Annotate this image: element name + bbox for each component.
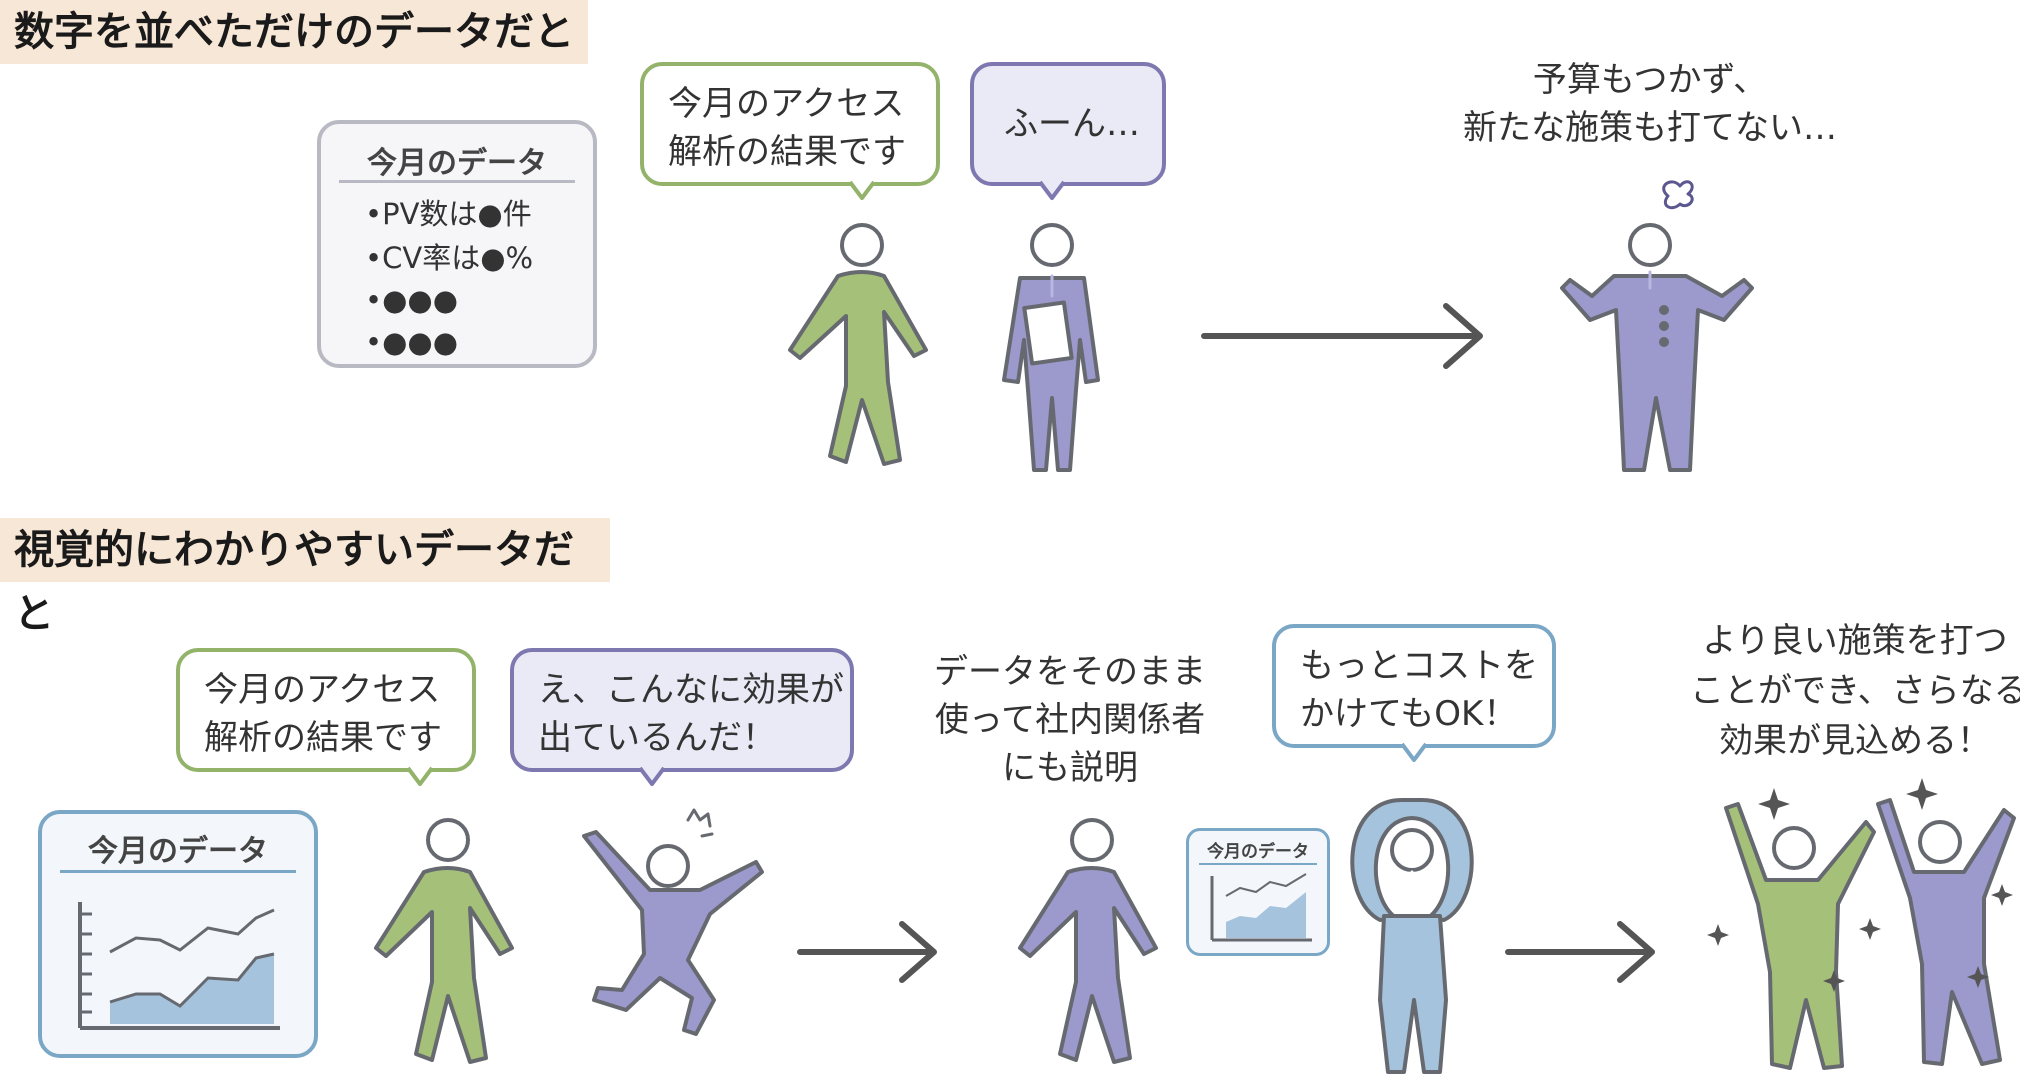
sparkle-icons <box>1707 778 2013 992</box>
speech-bubble-exec: もっとコストを かけてもOK！ <box>1272 624 1556 748</box>
bubble-tail-boss-2 <box>638 766 666 786</box>
data-card-title: 今月のデータ <box>88 834 268 869</box>
figure-boss-surprised <box>582 808 764 1036</box>
caption-line: 使って社内関係者 <box>934 700 1206 740</box>
speech-line: え、こんなに効果が <box>538 670 844 710</box>
arrow-bottom-2 <box>1505 921 1655 983</box>
figure-presenter <box>1018 818 1158 1064</box>
arrow-top <box>1201 303 1483 369</box>
result-text-bottom: より良い施策を打つ ことができ、さらなる 効果が見込める！ <box>1690 616 2020 766</box>
figure-celebrating-purple <box>1876 798 2016 1066</box>
caption-line: 効果が見込める！ <box>1719 721 1991 761</box>
data-card-title: 今月のデータ <box>1207 842 1309 862</box>
figure-analyst-walking <box>788 223 928 466</box>
chart-illustration <box>78 902 280 1030</box>
speech-bubble-boss: ふーん… <box>970 62 1166 186</box>
caption-line: ことができ、さらなる <box>1690 671 2020 711</box>
caption-line: より良い施策を打つ <box>1702 621 2008 661</box>
section-heading-bottom: 視覚的にわかりやすいデータだと <box>0 518 610 637</box>
bubble-tail-boss <box>1038 180 1066 200</box>
caption-line: データをそのまま <box>934 652 1206 692</box>
speech-line: ふーん… <box>1004 104 1140 144</box>
speech-bubble-analyst: 今月のアクセス 解析の結果です <box>640 62 940 186</box>
card-divider <box>1199 863 1317 865</box>
speech-line: もっとコストを <box>1300 646 1538 686</box>
bubble-tail-analyst-2 <box>406 766 434 786</box>
data-bullet-item: •CV率は●% <box>365 241 534 275</box>
data-bullet-item: •●●● <box>365 283 459 317</box>
data-bullet-item: •PV数は●件 <box>365 197 532 231</box>
data-bullet-item: •●●● <box>365 325 459 359</box>
bubble-tail-analyst <box>848 180 876 200</box>
figure-exec-arms-up <box>1350 798 1474 1074</box>
speech-line: 解析の結果です <box>204 718 442 758</box>
figure-boss-shrug <box>1560 180 1754 472</box>
caption-line: 新たな施策も打てない… <box>1463 108 1837 148</box>
figure-analyst-walking-2 <box>374 818 514 1064</box>
section-heading-top: 数字を並べただけのデータだと <box>0 0 588 64</box>
data-card-list: 今月のデータ •PV数は●件 •CV率は●% •●●● •●●● <box>317 120 597 368</box>
speech-line: 今月のアクセス <box>668 84 905 124</box>
small-chart-illustration <box>1210 873 1312 942</box>
speech-bubble-boss-2: え、こんなに効果が 出ているんだ！ <box>510 648 854 772</box>
data-card-title: 今月のデータ <box>367 146 547 181</box>
figure-boss-clipboard <box>1002 223 1100 472</box>
speech-bubble-analyst-2: 今月のアクセス 解析の結果です <box>176 648 476 772</box>
result-text-top: 予算もつかず、 新たな施策も打てない… <box>1430 56 1870 152</box>
arrow-bottom-1 <box>797 921 937 983</box>
speech-line: 出ているんだ！ <box>538 718 776 758</box>
card-divider <box>60 870 296 873</box>
caption-line: 予算もつかず、 <box>1532 60 1768 100</box>
speech-line: かけてもOK！ <box>1300 694 1518 734</box>
figure-celebrating-green <box>1724 802 1876 1070</box>
card-divider <box>339 180 575 183</box>
speech-line: 解析の結果です <box>668 132 906 172</box>
speech-line: 今月のアクセス <box>204 670 441 710</box>
middle-text: データをそのまま 使って社内関係者 にも説明 <box>890 648 1250 792</box>
caption-line: にも説明 <box>1002 748 1138 788</box>
bubble-tails <box>406 180 1428 786</box>
bubble-tail-exec <box>1400 742 1428 762</box>
flow-arrows <box>797 303 1655 983</box>
